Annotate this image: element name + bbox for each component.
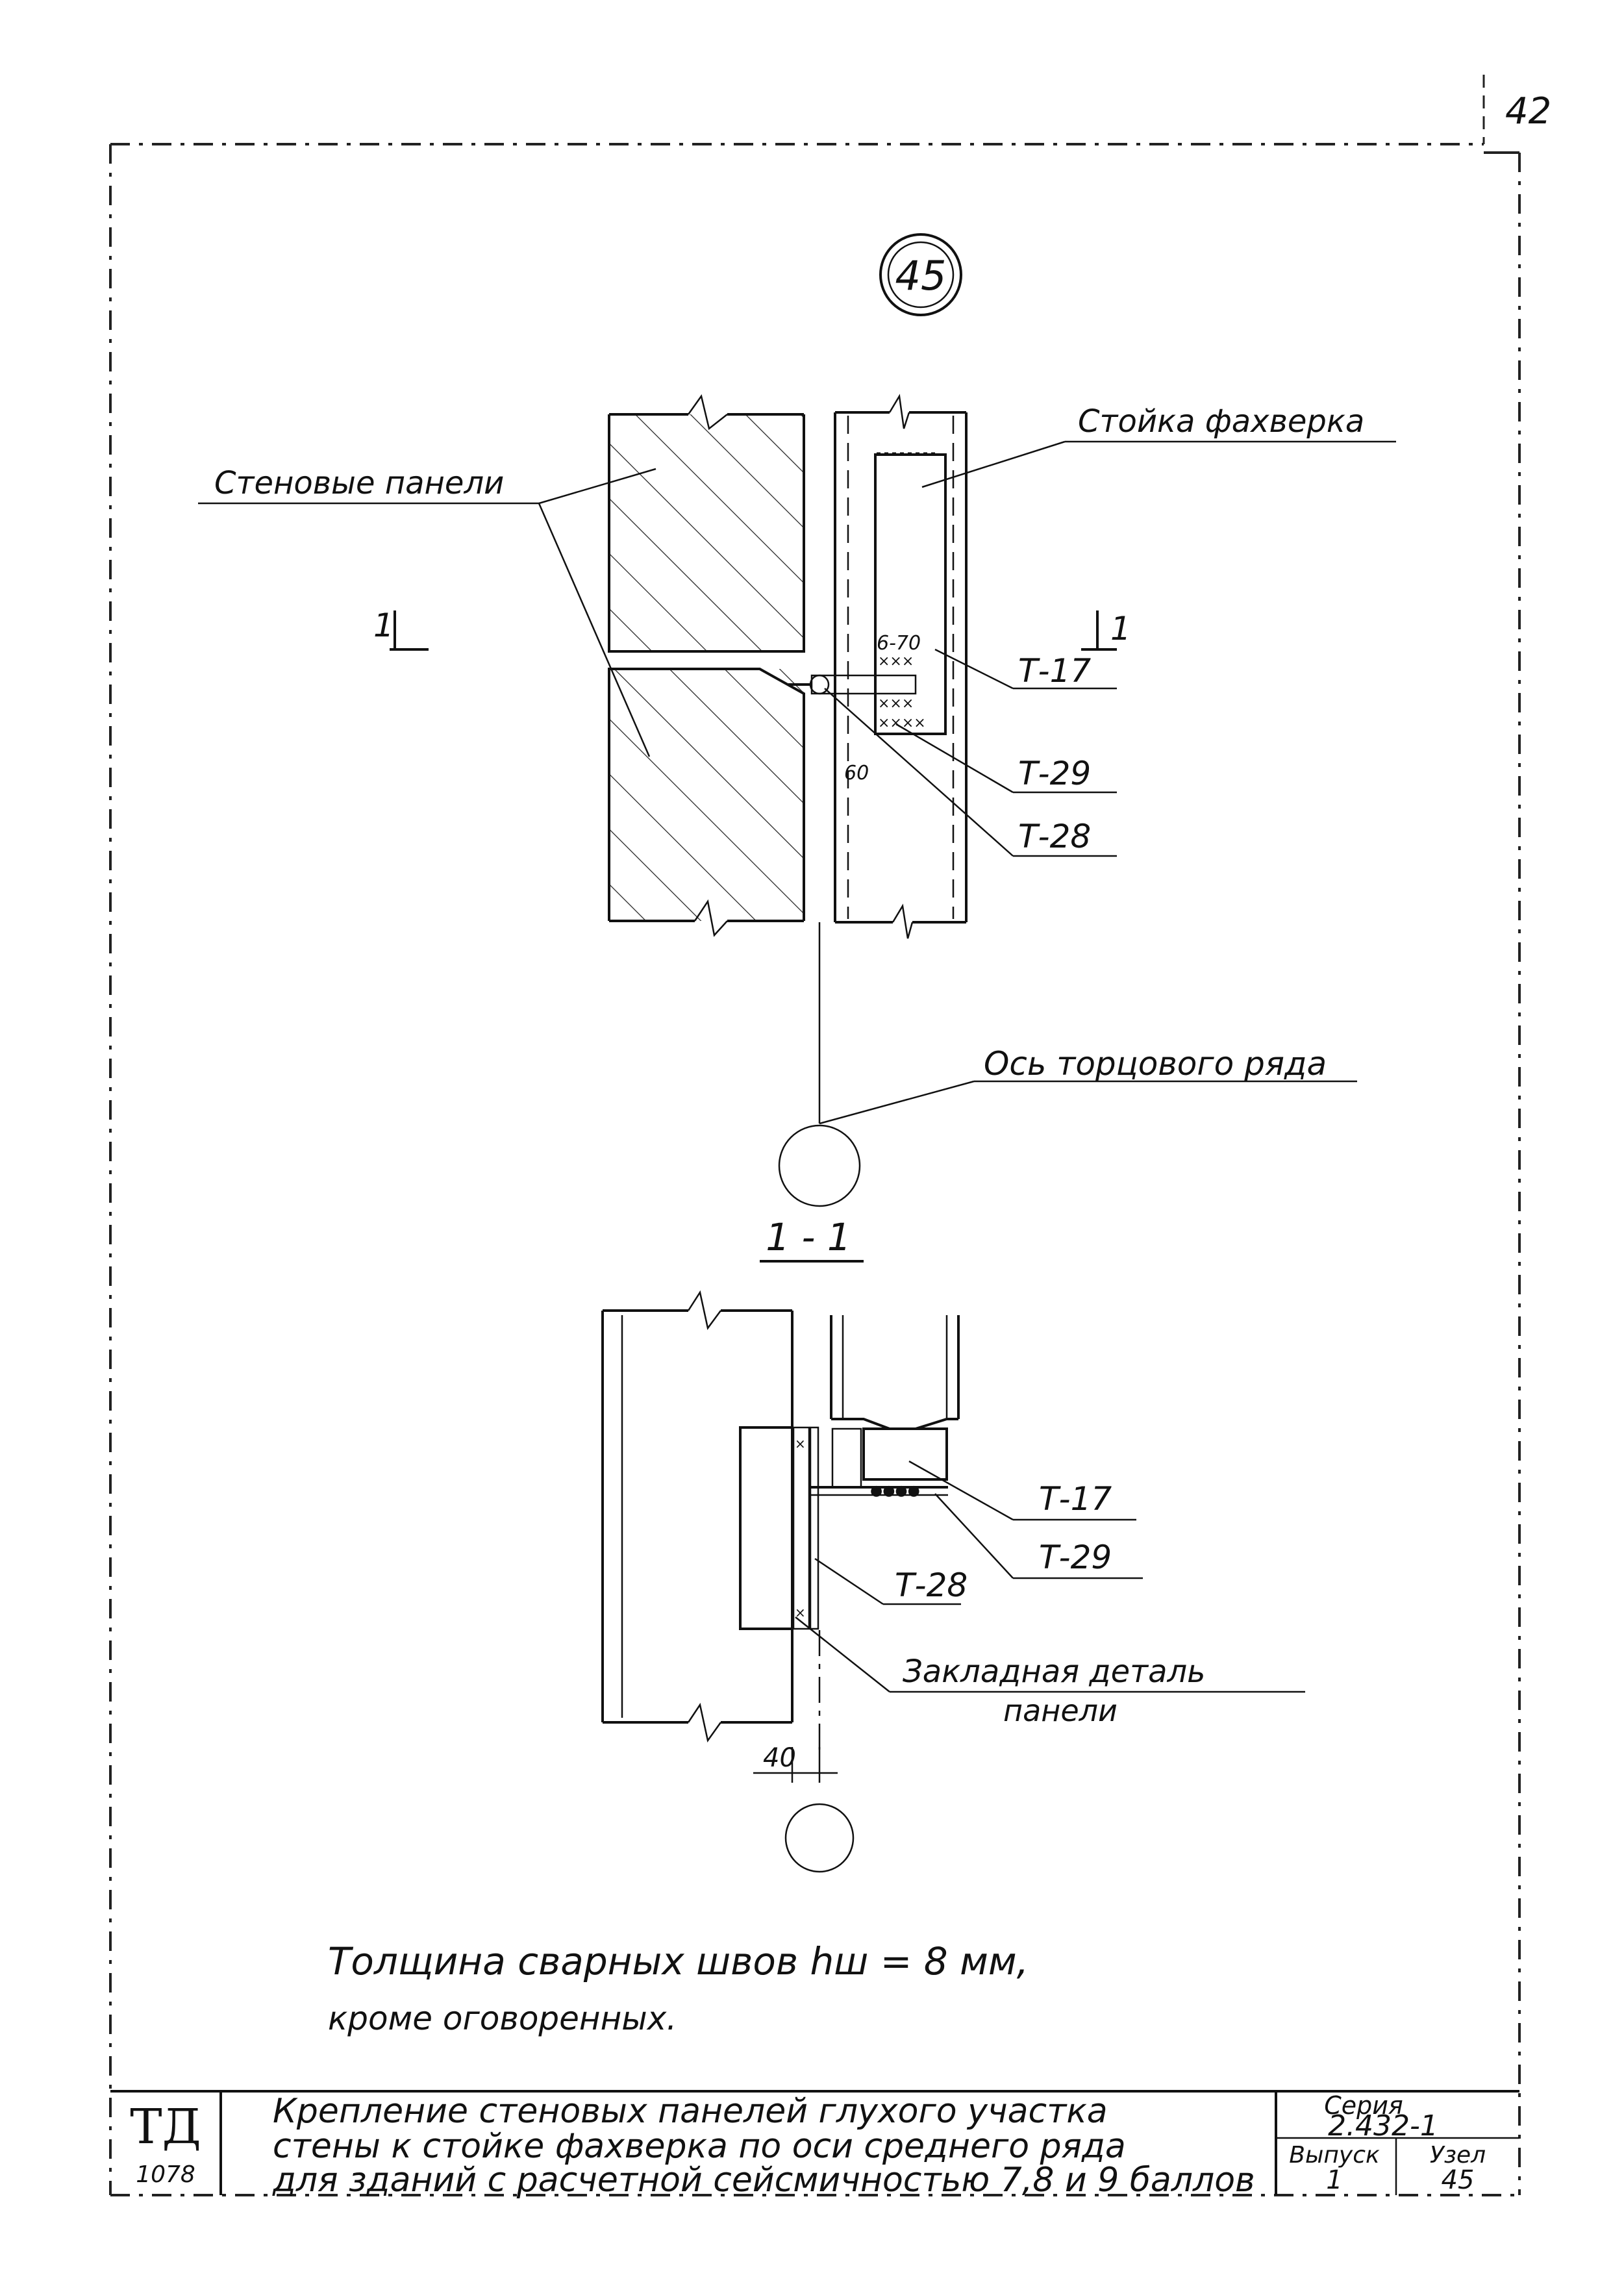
note-line1: Толщина сварных швов hш = 8 мм, bbox=[328, 1939, 1029, 1983]
frame-post: ××× ××× ×××× bbox=[778, 394, 968, 1207]
svg-text:×: × bbox=[795, 1436, 806, 1452]
section-mark-right: 1 bbox=[1110, 610, 1131, 647]
section-title: 1 - 1 bbox=[766, 1215, 851, 1259]
svg-text:×: × bbox=[795, 1605, 806, 1620]
title-line3: для зданий с расчетной сейсмичностью 7,8… bbox=[272, 2161, 1255, 2200]
label-embedded-line1: Закладная деталь bbox=[903, 1653, 1205, 1690]
section-mark-left: 1 bbox=[373, 607, 394, 644]
sheet-code: 1078 bbox=[136, 2161, 195, 2188]
svg-text:×××: ××× bbox=[878, 696, 914, 712]
detail-t28-plan: Т-28 bbox=[1018, 818, 1091, 855]
title-line2: стены к стойке фахверка по оси среднего … bbox=[273, 2127, 1126, 2166]
node-value: 45 bbox=[1442, 2165, 1475, 2195]
svg-text:×××: ××× bbox=[878, 653, 914, 670]
section-view: 1 - 1 × × ●●●● bbox=[601, 1215, 1305, 1873]
dim-60: 60 bbox=[844, 762, 869, 785]
series-label: Серия bbox=[1324, 2091, 1403, 2120]
page-number: 42 bbox=[1505, 90, 1551, 132]
detail-t29-plan: Т-29 bbox=[1018, 755, 1091, 792]
issue-value: 1 bbox=[1326, 2165, 1342, 2195]
wall-panel-upper bbox=[608, 394, 805, 653]
dim-40: 40 bbox=[763, 1743, 796, 1773]
node-number: 45 bbox=[895, 252, 947, 299]
title-block: ТД 1078 Крепление стеновых панелей глухо… bbox=[110, 2090, 1519, 2200]
label-embedded-line2: панели bbox=[1003, 1693, 1118, 1728]
note-line2: кроме оговоренных. bbox=[328, 2000, 677, 2037]
detail-t17-plan: Т-17 bbox=[1018, 652, 1091, 690]
label-frame-post: Стойка фахверка bbox=[1078, 403, 1364, 440]
series-value: 2.432-1 bbox=[1328, 2109, 1438, 2143]
sheet-frame bbox=[109, 75, 1521, 2196]
plan-view: ××× ××× ×××× 1 1 Стеновые панели Стойка … bbox=[198, 394, 1396, 1207]
issue-label: Выпуск bbox=[1289, 2142, 1380, 2169]
svg-text:●●●●: ●●●● bbox=[870, 1483, 920, 1499]
node-label: Узел bbox=[1430, 2142, 1486, 2169]
node-marker: 45 bbox=[879, 233, 962, 316]
logo: ТД bbox=[130, 2099, 201, 2155]
weld-note: 6-70 bbox=[877, 632, 921, 655]
detail-t29-section: Т-29 bbox=[1039, 1539, 1112, 1576]
title-line1: Крепление стеновых панелей глухого участ… bbox=[273, 2092, 1108, 2131]
wall-panel-lower bbox=[608, 668, 805, 937]
label-wall-panels: Стеновые панели bbox=[214, 465, 504, 501]
detail-t17-section: Т-17 bbox=[1039, 1480, 1112, 1518]
svg-text:××××: ×××× bbox=[878, 715, 926, 731]
weld-note-block: Толщина сварных швов hш = 8 мм, кроме ог… bbox=[328, 1939, 1029, 2037]
label-axis: Ось торцового ряда bbox=[984, 1045, 1327, 1083]
detail-t28-section: Т-28 bbox=[895, 1566, 968, 1604]
